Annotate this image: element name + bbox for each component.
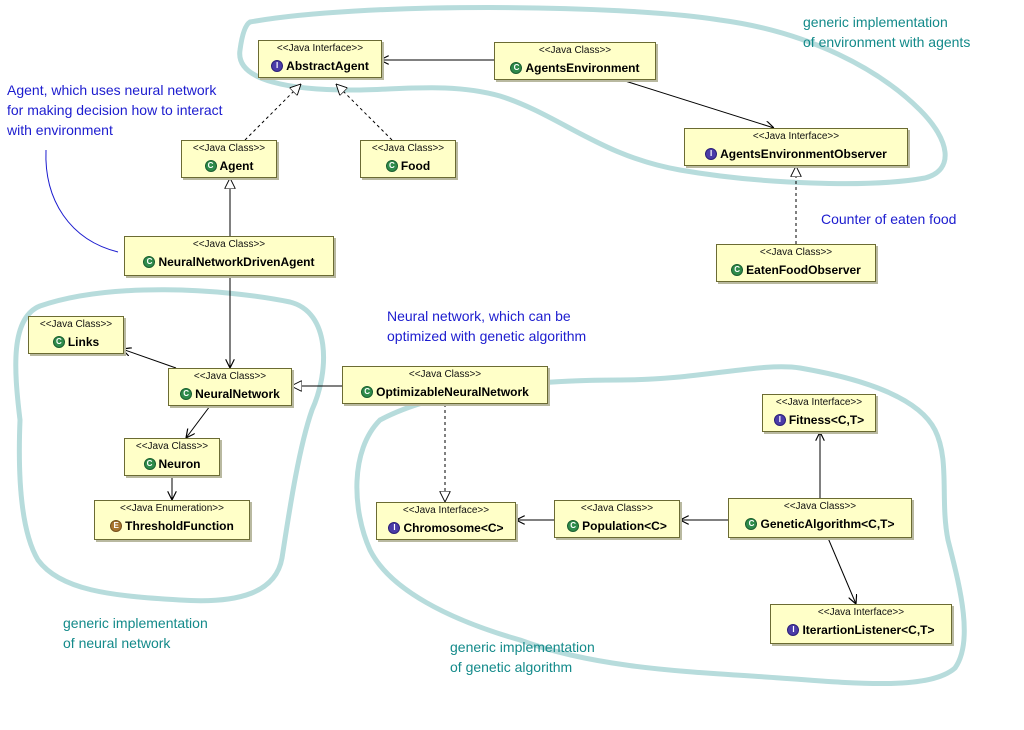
class-name: NeuralNetwork xyxy=(195,387,280,401)
edge-neuralnetwork-to-neuron xyxy=(186,405,211,438)
stereotype-label: <<Java Class>> xyxy=(193,371,267,382)
stereotype-label: <<Java Class>> xyxy=(192,239,266,250)
interface-icon: I xyxy=(773,414,786,426)
note-line: with environment xyxy=(7,122,113,138)
stereotype-label: <<Java Enumeration>> xyxy=(120,503,224,514)
stereotype-label: <<Java Interface>> xyxy=(402,505,490,516)
stereotype-label: <<Java Class>> xyxy=(538,45,612,56)
class-name: Chromosome<C> xyxy=(403,521,504,535)
class-icon: C xyxy=(745,518,758,530)
class-icon: C xyxy=(361,386,374,398)
class-icon: C xyxy=(385,160,398,172)
note-environment-implementation: generic implementation of environment wi… xyxy=(803,12,970,52)
class-name: Fitness<C,T> xyxy=(788,413,865,427)
cluster-genetic-algorithm-outline xyxy=(354,364,967,687)
cluster-environment-outline xyxy=(237,5,948,187)
class-icon: C xyxy=(180,388,193,400)
note-line: of environment with agents xyxy=(803,34,971,50)
agent-note-pointer xyxy=(45,149,119,253)
class-icon: C xyxy=(567,520,580,532)
stereotype-label: <<Java Interface>> xyxy=(276,43,364,54)
stereotype-label: <<Java Class>> xyxy=(580,503,654,514)
stereotype-label: <<Java Class>> xyxy=(371,143,445,154)
note-line: Neural network, which can be xyxy=(387,308,571,324)
note-line: of neural network xyxy=(63,635,171,651)
class-icon: C xyxy=(204,160,217,172)
note-line: generic implementation xyxy=(803,14,948,30)
interface-icon: I xyxy=(388,522,401,534)
class-icon: C xyxy=(731,264,744,276)
edge-food-implements-abstractagent xyxy=(336,84,393,141)
class-name: AgentsEnvironmentObserver xyxy=(720,147,887,161)
stereotype-label: <<Java Class>> xyxy=(135,441,209,452)
note-line: generic implementation xyxy=(63,615,208,631)
class-icon: C xyxy=(52,336,65,348)
note-line: for making decision how to interact xyxy=(7,102,223,118)
stereotype-label: <<Java Class>> xyxy=(783,501,857,512)
note-line: of genetic algorithm xyxy=(450,659,573,675)
class-name: Links xyxy=(67,335,100,349)
stereotype-label: <<Java Interface>> xyxy=(817,607,905,618)
class-name: Food xyxy=(400,159,431,173)
class-name: Neuron xyxy=(158,457,201,471)
stereotype-label: <<Java Class>> xyxy=(408,369,482,380)
class-name: Agent xyxy=(219,159,254,173)
note-line: generic implementation xyxy=(450,639,595,655)
stereotype-label: <<Java Class>> xyxy=(39,319,113,330)
class-name: Population<C> xyxy=(582,519,667,533)
note-genetic-algorithm-implementation: generic implementation of genetic algori… xyxy=(450,637,595,677)
class-name: IterartionListener<C,T> xyxy=(802,623,935,637)
interface-icon: I xyxy=(705,148,718,160)
edge-agentsenvironment-to-observer xyxy=(621,79,774,128)
note-food-counter: Counter of eaten food xyxy=(821,209,956,229)
class-name: NeuralNetworkDrivenAgent xyxy=(158,255,315,269)
class-icon: C xyxy=(143,458,156,470)
note-line: optimized with genetic algorithm xyxy=(387,328,587,344)
class-name: GeneticAlgorithm<C,T> xyxy=(760,517,895,531)
stereotype-label: <<Java Interface>> xyxy=(752,131,840,142)
interface-icon: I xyxy=(271,60,284,72)
cluster-neural-network-outline xyxy=(13,287,327,604)
class-name: AbstractAgent xyxy=(286,59,369,73)
note-line: Counter of eaten food xyxy=(821,211,957,227)
note-neural-network-implementation: generic implementation of neural network xyxy=(63,613,208,653)
class-name: ThresholdFunction xyxy=(125,519,234,533)
class-name: EatenFoodObserver xyxy=(746,263,861,277)
stereotype-label: <<Java Class>> xyxy=(759,247,833,258)
edge-geneticalgorithm-to-iterationlistener xyxy=(827,537,856,604)
stereotype-label: <<Java Class>> xyxy=(192,143,266,154)
class-name: AgentsEnvironment xyxy=(525,61,640,75)
class-icon: C xyxy=(143,256,156,268)
note-agent-description: Agent, which uses neural network for mak… xyxy=(7,80,223,140)
class-icon: C xyxy=(510,62,523,74)
edge-agent-implements-abstractagent xyxy=(244,84,301,141)
stereotype-label: <<Java Interface>> xyxy=(775,397,863,408)
enum-icon: E xyxy=(110,520,123,532)
note-optimizable-network: Neural network, which can be optimized w… xyxy=(387,306,586,346)
note-line: Agent, which uses neural network xyxy=(7,82,217,98)
interface-icon: I xyxy=(787,624,800,636)
class-name: OptimizableNeuralNetwork xyxy=(376,385,529,399)
edge-neuralnetwork-to-links xyxy=(122,349,177,369)
